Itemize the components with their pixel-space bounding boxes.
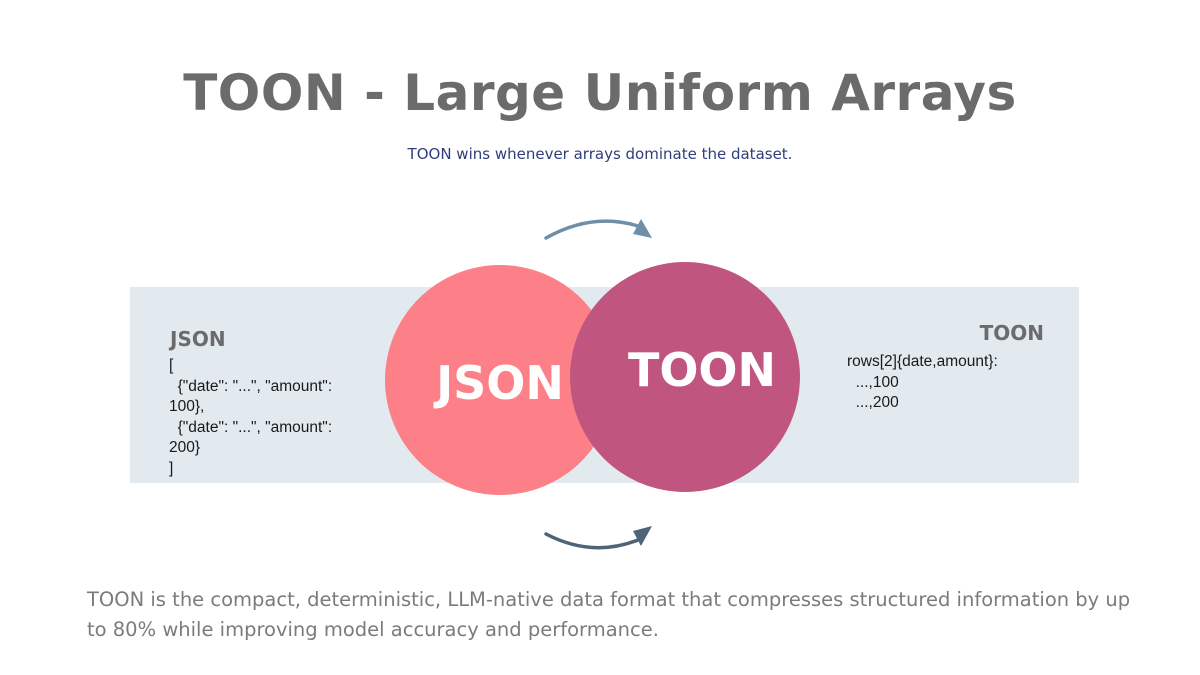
- page-title: TOON - Large Uniform Arrays: [183, 64, 1017, 122]
- json-panel-heading: JSON: [170, 327, 226, 351]
- description-text: TOON is the compact, deterministic, LLM-…: [87, 588, 1131, 641]
- toon-circle: TOON: [570, 262, 800, 492]
- json-circle-label: JSON: [436, 356, 564, 410]
- toon-circle-label: TOON: [627, 343, 777, 397]
- json-code-sample: [ {"date": "...", "amount": 100}, {"date…: [169, 357, 333, 477]
- toon-panel-heading: TOON: [979, 321, 1044, 345]
- curved-arrow-bottom-icon: [544, 526, 652, 550]
- toon-code-sample: rows[2]{date,amount}: ...,100 ...,200: [847, 353, 998, 411]
- curved-arrow-top-icon: [544, 219, 652, 240]
- page-subtitle: TOON wins whenever arrays dominate the d…: [407, 145, 793, 163]
